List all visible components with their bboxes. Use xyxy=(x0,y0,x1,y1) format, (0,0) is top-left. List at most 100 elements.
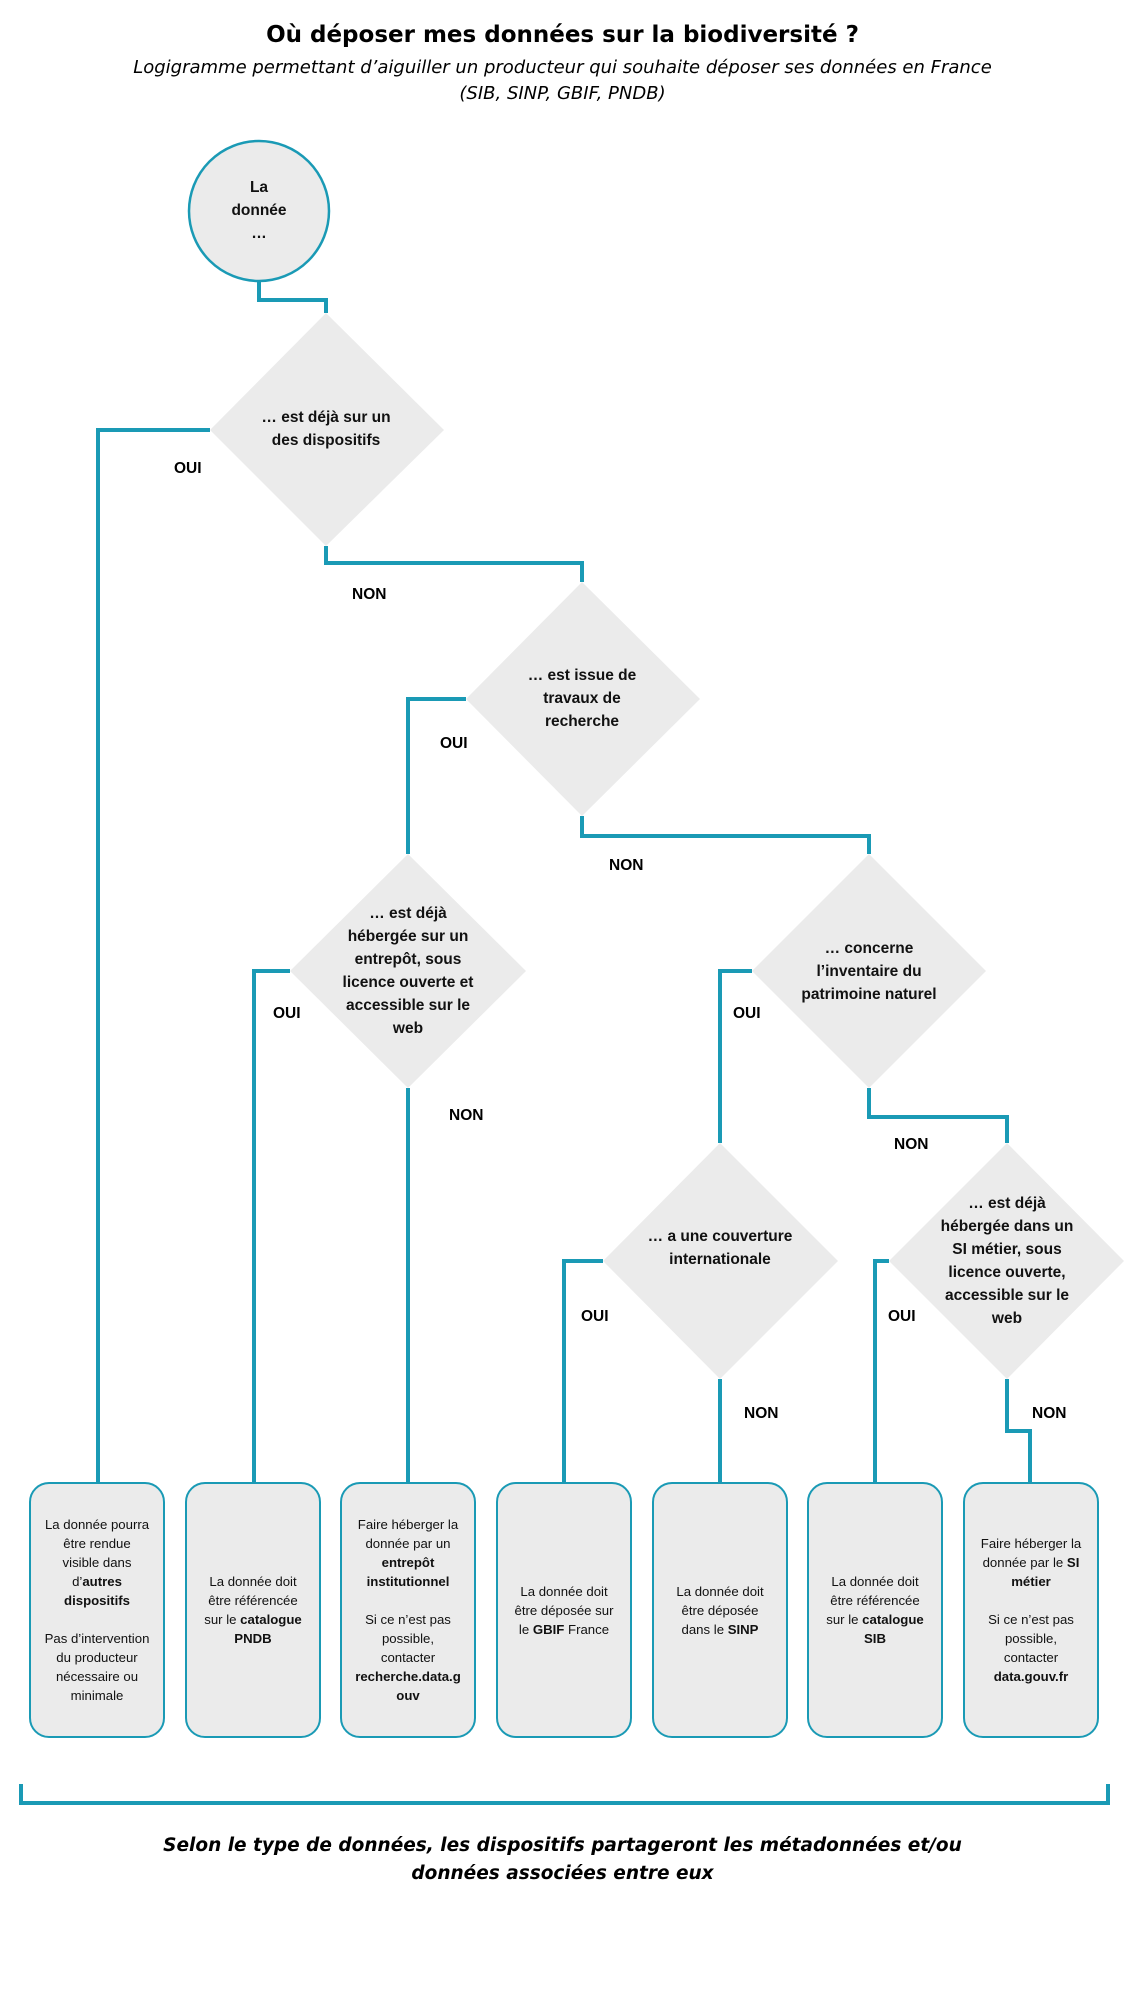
connector-q3-oui xyxy=(252,969,290,1482)
outcome-text: être référencée xyxy=(208,1593,298,1608)
q3-text-line: … est déjà xyxy=(369,905,447,922)
outcome-text: être déposée sur xyxy=(514,1602,614,1618)
subtitle-line-2: (SIB, SINP, GBIF, PNDB) xyxy=(459,83,666,104)
q4-non-label: NON xyxy=(894,1136,929,1153)
outcome-text: du producteur xyxy=(56,1650,138,1665)
q2-oui-label: OUI xyxy=(440,735,468,752)
outcome-text: donnée par le xyxy=(982,1555,1067,1570)
q1-decision-diamond xyxy=(210,313,444,546)
outcome-text: être référencée xyxy=(830,1593,920,1608)
outcome-text: PNDB xyxy=(204,1629,301,1648)
outcome-keyword: data.gouv.fr xyxy=(993,1669,1069,1684)
q1-non-label: NON xyxy=(352,586,387,603)
outcome-text: d’ xyxy=(72,1574,83,1589)
outcome-keyword: PNDB xyxy=(234,1631,272,1646)
outcome-text: sur le catalogue xyxy=(826,1610,923,1629)
outcome-text: ouv xyxy=(355,1686,461,1705)
page-title: Où déposer mes données sur la biodiversi… xyxy=(266,22,859,48)
outcome-keyword: GBIF xyxy=(532,1621,565,1637)
outcome-entrepot-institutionnel: Faire héberger la donnée par un entrepôt… xyxy=(340,1482,476,1738)
start-text-line: … xyxy=(251,225,267,242)
q1-question-text: … est déjà sur un des dispositifs xyxy=(226,406,426,452)
outcome-si-metier: Faire héberger la donnée par le SI métie… xyxy=(963,1482,1099,1738)
q6-text-line: hébergée dans un xyxy=(940,1218,1074,1235)
outcome-gbif-france: La donnée doit être déposée sur le GBIF … xyxy=(496,1482,632,1738)
q1-oui-label: OUI xyxy=(174,460,202,477)
outcome-text: data.gouv.fr xyxy=(981,1667,1081,1686)
outcome-text: le GBIF France xyxy=(515,1620,614,1639)
outcome-text: Faire héberger la xyxy=(357,1517,459,1532)
q6-question-text: … est déjà hébergée dans un SI métier, s… xyxy=(917,1192,1097,1330)
q2-text-line: travaux de xyxy=(543,690,621,707)
outcome-text: La donnée doit xyxy=(520,1583,608,1599)
q2-non-label: NON xyxy=(609,857,644,874)
outcome-keyword: autres xyxy=(82,1574,122,1589)
outcome-text: SIB xyxy=(826,1629,923,1648)
page-subtitle: Logigramme permettant d’aiguiller un pro… xyxy=(100,55,1025,107)
outcome-keyword: SI xyxy=(1066,1555,1080,1570)
outcome-text: sur le xyxy=(826,1612,863,1627)
outcome-text: sur le catalogue xyxy=(204,1610,301,1629)
outcome-text: le xyxy=(518,1621,533,1637)
outcome-keyword: entrepôt xyxy=(381,1555,435,1570)
outcome-text: minimale xyxy=(70,1688,124,1703)
q3-non-label: NON xyxy=(449,1107,484,1124)
outcome-text: être déposée xyxy=(681,1602,759,1618)
outcome-sinp: La donnée doit être déposée dans le SINP xyxy=(652,1482,788,1738)
outcome-text: donnée par le SI xyxy=(981,1553,1081,1572)
outcome-keyword: dispositifs xyxy=(64,1593,130,1608)
connector-start-q1 xyxy=(257,281,328,313)
q5-decision-diamond xyxy=(603,1143,838,1379)
outcome-text: possible, xyxy=(1004,1631,1058,1646)
q5-text-line: internationale xyxy=(669,1251,771,1268)
connector-q4-oui xyxy=(718,969,752,1143)
outcome-keyword: ouv xyxy=(396,1688,420,1703)
footer-line-2: données associées entre eux xyxy=(411,1863,714,1884)
q3-decision-diamond xyxy=(290,854,526,1088)
outcome-text: contacter xyxy=(380,1650,436,1665)
q2-text-line: … est issue de xyxy=(527,667,637,684)
outcome-text: La donnée doit xyxy=(676,1583,764,1599)
outcome-text: dans le SINP xyxy=(676,1620,763,1639)
subtitle-line-1: Logigramme permettant d’aiguiller un pro… xyxy=(133,57,992,78)
outcome-text: La donnée pourra xyxy=(44,1517,150,1532)
q4-decision-diamond xyxy=(752,854,986,1088)
connectors xyxy=(19,281,1110,1805)
q4-text-line: patrimoine naturel xyxy=(801,986,937,1003)
q6-oui-label: OUI xyxy=(888,1308,916,1325)
q6-non-label: NON xyxy=(1032,1405,1067,1422)
q6-text-line: web xyxy=(991,1310,1023,1327)
outcome-text: contacter xyxy=(1003,1650,1059,1665)
q4-text-line: … concerne xyxy=(824,940,914,957)
q4-text-line: l’inventaire du xyxy=(816,963,922,980)
outcome-keyword: métier xyxy=(1011,1574,1051,1589)
start-text-line: donnée xyxy=(231,202,287,219)
q3-oui-label: OUI xyxy=(273,1005,301,1022)
connector-q1-non xyxy=(324,546,584,582)
q6-text-line: licence ouverte, xyxy=(948,1264,1066,1281)
q6-text-line: accessible sur le xyxy=(944,1287,1070,1304)
footer-line-1: Selon le type de données, les dispositif… xyxy=(163,1835,962,1856)
q1-text-line: … est déjà sur un xyxy=(261,409,391,426)
q3-text-line: web xyxy=(392,1020,424,1037)
q3-text-line: entrepôt, sous xyxy=(354,951,462,968)
q3-text-line: accessible sur le xyxy=(345,997,471,1014)
connector-q1-oui xyxy=(96,428,210,1482)
outcome-text: Si ce n’est pas xyxy=(988,1612,1074,1627)
outcome-text: Faire héberger la xyxy=(980,1536,1082,1551)
outcome-text: entrepôt xyxy=(355,1553,461,1572)
outcome-catalogue-pndb: La donnée doit être référencée sur le ca… xyxy=(185,1482,321,1738)
connector-q2-non xyxy=(580,816,871,854)
connector-q5-oui xyxy=(562,1259,603,1482)
q3-text-line: hébergée sur un xyxy=(347,928,469,945)
q5-question-text: … a une couverture internationale xyxy=(630,1225,810,1271)
outcome-keyword: catalogue xyxy=(862,1612,924,1627)
outcome-text: institutionnel xyxy=(355,1572,461,1591)
outcome-keyword: SINP xyxy=(727,1621,759,1637)
start-text-line: La xyxy=(249,179,269,196)
outcome-text: recherche.data.g xyxy=(355,1667,461,1686)
outcome-text: sur le xyxy=(204,1612,241,1627)
outcome-keyword: catalogue xyxy=(240,1612,302,1627)
start-node xyxy=(187,139,331,283)
